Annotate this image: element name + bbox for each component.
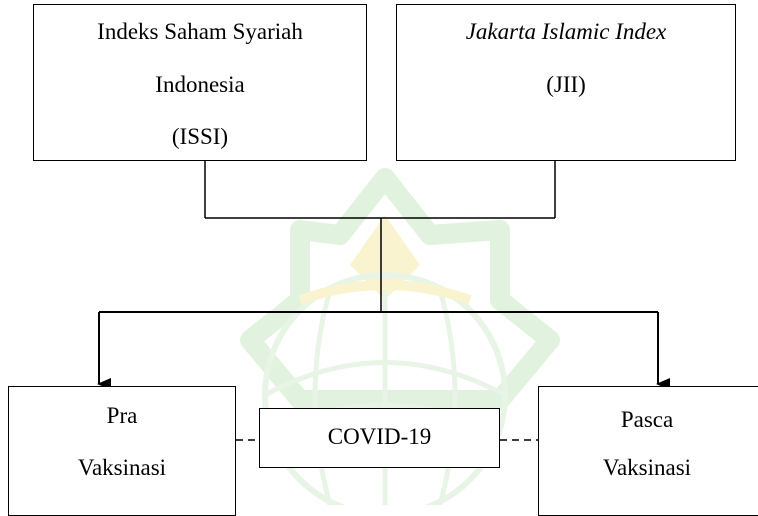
pra-vaksinasi-box: Pra Vaksinasi [8,386,236,516]
jii-box: Jakarta Islamic Index (JII) [396,4,736,161]
issi-line-3: (ISSI) [171,124,229,149]
issi-line-1: Indeks Saham Syariah [97,19,303,44]
issi-line-2: Indonesia [155,72,245,97]
diagram-canvas: Indeks Saham Syariah Indonesia (ISSI) Ja… [8,4,758,516]
covid-box: COVID-19 [259,408,500,468]
covid-label: COVID-19 [327,424,432,449]
jii-line-1: Jakarta Islamic Index [465,19,667,44]
pasca-vaksinasi-box: Pasca Vaksinasi [538,386,758,516]
jii-line-2: (JII) [546,72,586,97]
pra-line-1: Pra [106,403,138,428]
issi-box: Indeks Saham Syariah Indonesia (ISSI) [33,4,367,161]
pasca-line-2: Vaksinasi [602,455,692,480]
pasca-line-1: Pasca [620,407,674,432]
connector-lines [97,161,670,441]
pra-line-2: Vaksinasi [77,455,167,480]
